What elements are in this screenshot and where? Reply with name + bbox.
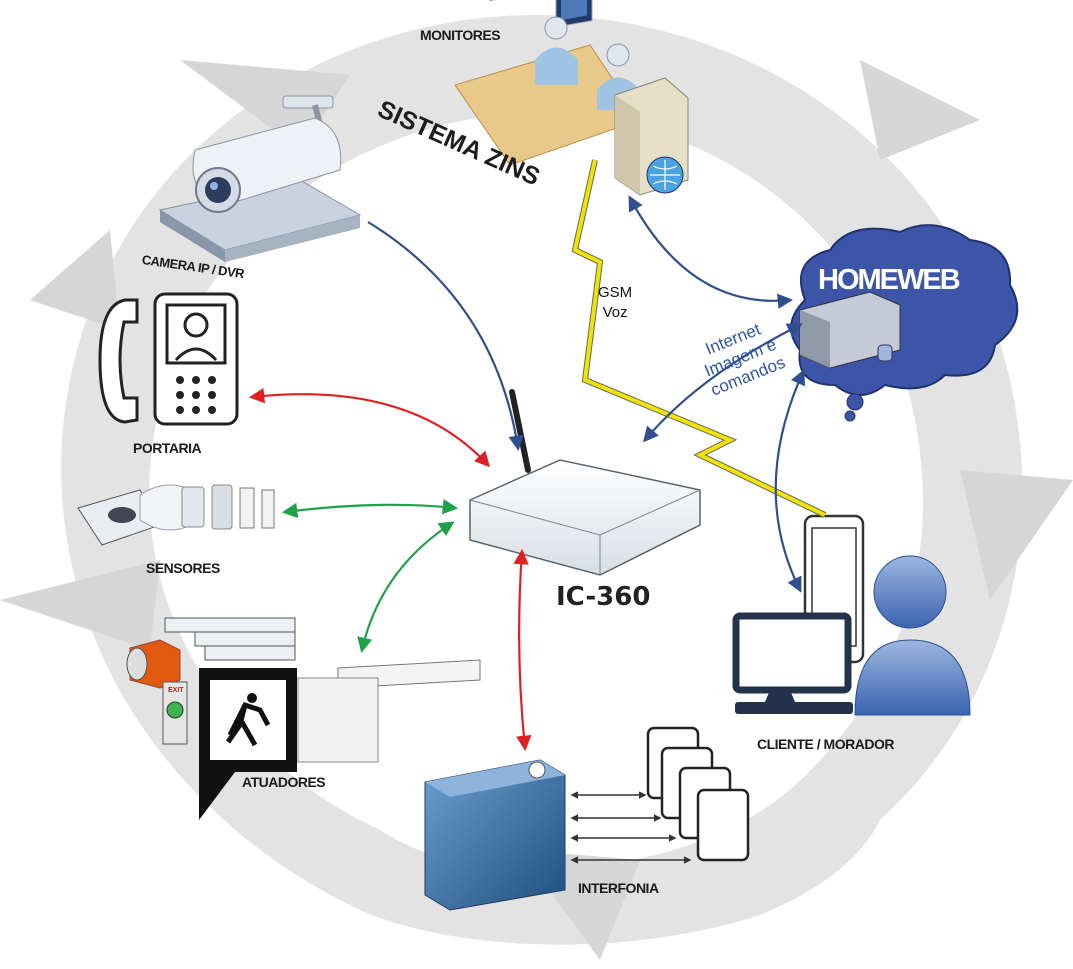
- label-interfonia: INTERFONIA: [578, 880, 659, 896]
- camera-dvr-illustration: [158, 95, 362, 262]
- label-gsm-voz: GSM Voz: [598, 283, 632, 323]
- label-gsm: GSM: [598, 284, 633, 301]
- actuators-device-link: [357, 521, 455, 654]
- gsm-signal-bolt: [571, 159, 827, 518]
- label-homeweb: HOMEWEB: [818, 264, 961, 296]
- label-exit-sign: EXIT: [168, 687, 184, 694]
- zins-homeweb-link: [628, 195, 794, 309]
- homeweb-device-link: [643, 323, 803, 443]
- portaria-intercom-illustration: [98, 292, 239, 426]
- sensors-illustration: [77, 484, 275, 546]
- label-sensores: SENSORES: [146, 560, 220, 576]
- portaria-device-link: [248, 388, 491, 468]
- label-voz: Voz: [602, 304, 628, 321]
- camera-to-device-link: [367, 221, 524, 452]
- connection-arrows: [248, 195, 805, 752]
- label-atuadores: ATUADORES: [242, 774, 326, 790]
- actuators-illustration: [126, 617, 481, 820]
- label-cliente-morador: CLIENTE / MORADOR: [757, 736, 894, 752]
- interfonia-device-link: [513, 548, 532, 752]
- interfonia-exchange-illustration: [424, 726, 750, 911]
- label-device-ic-360: IC-360: [556, 582, 651, 612]
- ic-360-device: [469, 389, 701, 576]
- monitoring-center-illustration: [454, 0, 689, 196]
- client-resident-illustration: [732, 514, 971, 716]
- label-monitores: MONITORES: [420, 27, 501, 43]
- sensors-device-link: [281, 499, 459, 519]
- homeweb-cloud: [790, 224, 1019, 422]
- label-portaria: PORTARIA: [133, 440, 202, 456]
- homeweb-client-link: [774, 369, 805, 593]
